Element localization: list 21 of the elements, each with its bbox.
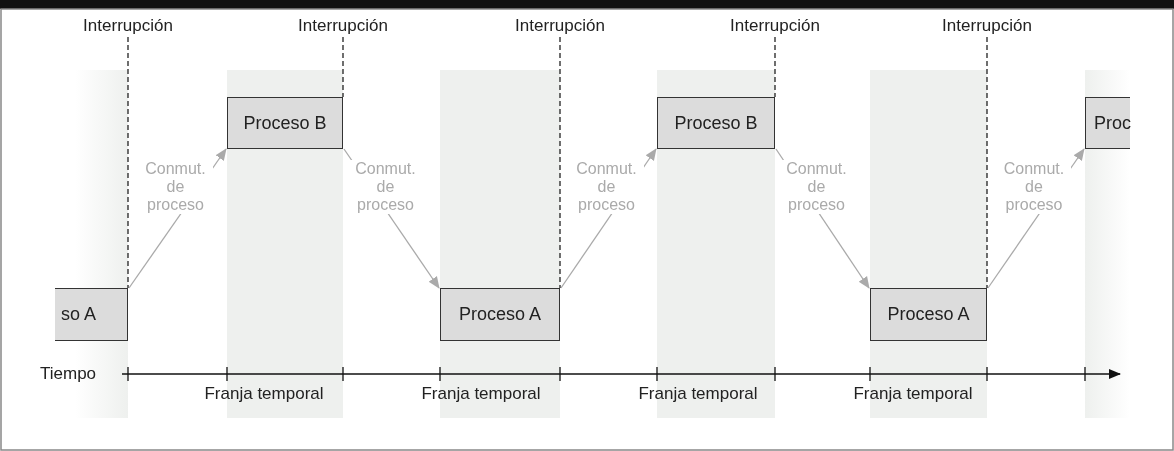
time-slice-label: Franja temporal [638,384,758,404]
process-box: Proceso B [227,97,343,149]
process-box: Proceso B [657,97,775,149]
interrupt-label: Interrupción [298,16,388,36]
interrupt-label: Interrupción [515,16,605,36]
process-box: Proc [1085,97,1130,149]
interrupt-label: Interrupción [730,16,820,36]
time-slice-label: Franja temporal [853,384,973,404]
process-box: so A [55,288,128,341]
interrupt-leader-line [774,36,776,98]
interrupt-leader-line [127,36,129,289]
interrupt-label: Interrupción [942,16,1032,36]
time-slice-label: Franja temporal [204,384,324,404]
interrupt-leader-line [559,36,561,289]
process-box: Proceso A [870,288,987,341]
interrupt-leader-line [986,36,988,289]
process-box: Proceso A [440,288,560,341]
interrupt-leader-line [342,36,344,98]
axis-label: Tiempo [40,364,97,384]
time-slice-label: Franja temporal [421,384,541,404]
interrupt-label: Interrupción [83,16,173,36]
